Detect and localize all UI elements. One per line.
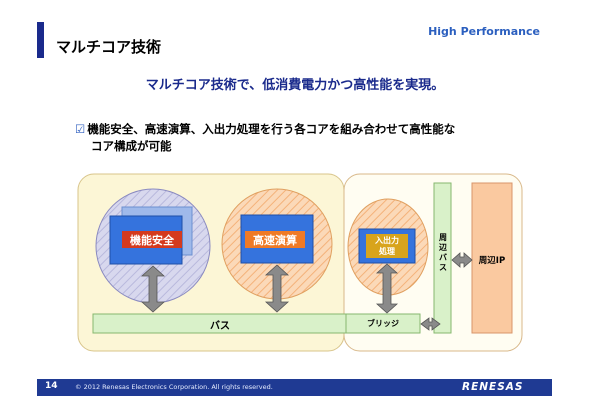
functional-safety-label: 機能安全 bbox=[130, 234, 174, 247]
io-label-bg bbox=[366, 234, 408, 258]
peripheral-ip bbox=[471, 182, 513, 334]
peripheral-bus bbox=[433, 182, 452, 334]
arrow-bridge-peripheral-bus bbox=[420, 317, 441, 331]
arrow-io-bus bbox=[375, 263, 399, 314]
core-bus-arrows bbox=[140, 252, 473, 331]
bridge bbox=[345, 313, 421, 334]
page-number: 14 bbox=[45, 381, 58, 391]
peripheral-bus-label: 周辺バス bbox=[439, 233, 447, 272]
bridge-label: ブリッジ bbox=[367, 319, 399, 328]
functional-safety-label-bg bbox=[122, 231, 182, 248]
high-speed-label-bg bbox=[245, 231, 305, 248]
peripheral-ip-label: 周辺IP bbox=[478, 256, 506, 266]
copyright-text: © 2012 Renesas Electronics Corporation. … bbox=[75, 383, 273, 391]
title-accent-bar bbox=[37, 22, 44, 58]
arrow-peripheral-bus-ip bbox=[451, 252, 473, 268]
io-label-line1: 入出力 bbox=[375, 236, 399, 245]
arrow-high-speed-bus bbox=[264, 264, 290, 313]
renesas-logo: RENESAS bbox=[462, 381, 524, 393]
page-title: マルチコア技術 bbox=[56, 38, 162, 56]
bullet-point: ☑機能安全、高速演算、入出力処理を行う各コアを組み合わせて高性能な コア構成が可… bbox=[75, 121, 455, 155]
bullet-line-2: コア構成が可能 bbox=[91, 139, 172, 153]
slide-subtitle: マルチコア技術で、低消費電力かつ高性能を実現。 bbox=[145, 78, 445, 93]
bullet-line-1: 機能安全、高速演算、入出力処理を行う各コアを組み合わせて高性能な bbox=[87, 122, 456, 136]
high-speed-label: 高速演算 bbox=[253, 234, 297, 247]
checkbox-icon: ☑ bbox=[75, 122, 86, 136]
system-bus-label: バス bbox=[210, 321, 230, 332]
arrow-functional-safety-bus bbox=[140, 265, 166, 313]
header-tag: High Performance bbox=[428, 25, 540, 38]
io-label-line2: 処理 bbox=[379, 247, 395, 256]
footer-bar bbox=[37, 379, 552, 396]
